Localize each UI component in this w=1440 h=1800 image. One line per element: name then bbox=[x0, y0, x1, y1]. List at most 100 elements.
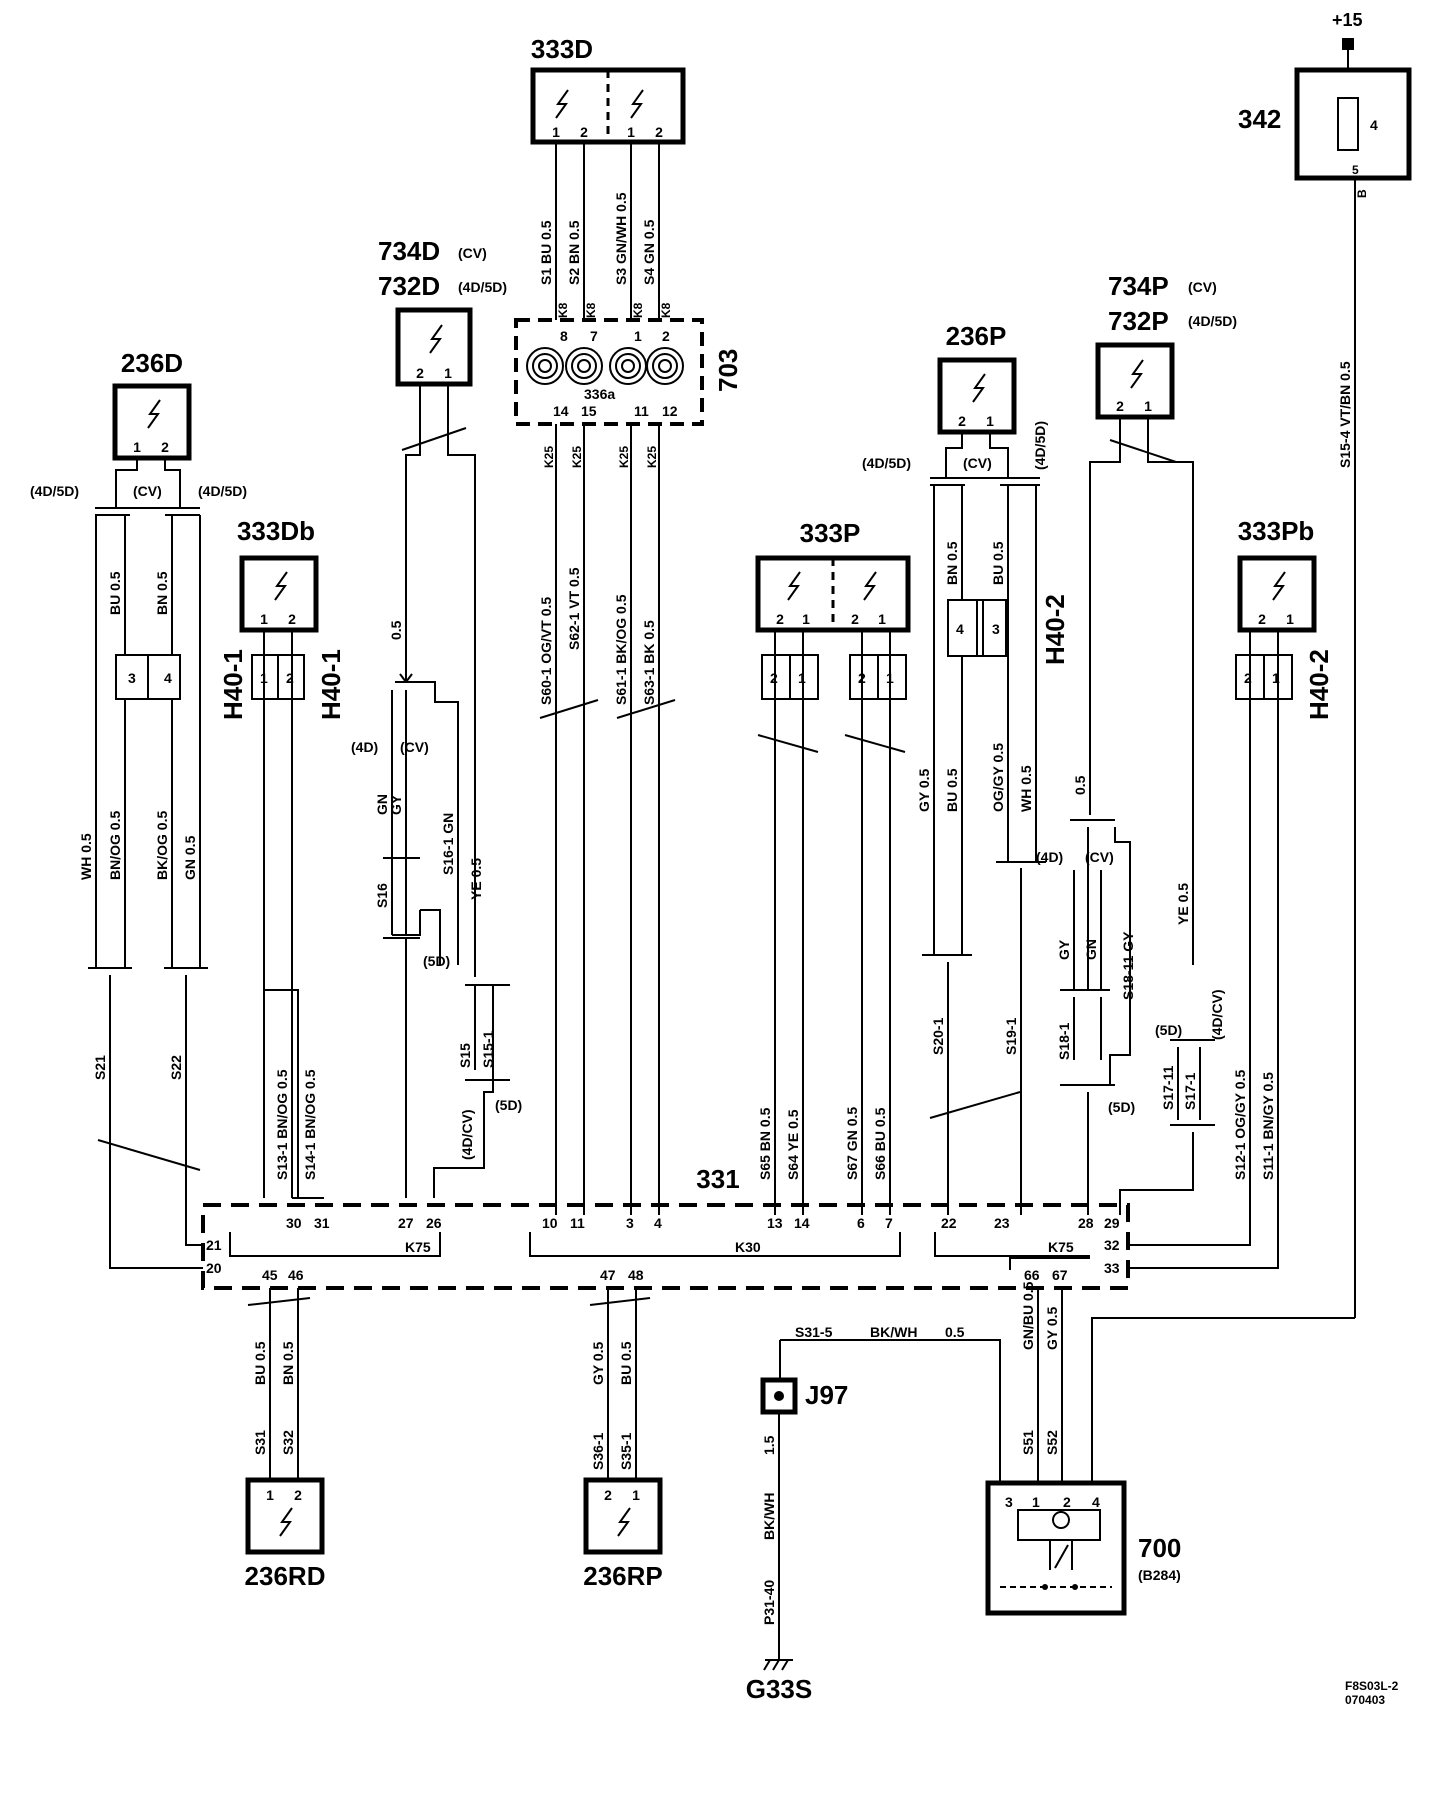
component-333Db: 333Db 1 2 bbox=[237, 516, 319, 633]
svg-text:(B284): (B284) bbox=[1138, 1567, 1181, 1583]
svg-text:23: 23 bbox=[994, 1215, 1010, 1231]
svg-text:GY 0.5: GY 0.5 bbox=[916, 768, 932, 812]
svg-text:2: 2 bbox=[1244, 670, 1252, 686]
speaker-icon bbox=[863, 571, 877, 601]
svg-text:BU 0.5: BU 0.5 bbox=[618, 1341, 634, 1385]
wire-label-s63: S63-1 BK 0.5 bbox=[641, 620, 657, 705]
label-333Db: 333Db bbox=[237, 516, 315, 546]
svg-text:2: 2 bbox=[604, 1487, 612, 1503]
svg-text:K30: K30 bbox=[735, 1239, 761, 1255]
svg-text:(CV): (CV) bbox=[400, 739, 429, 755]
speaker-236RP-box bbox=[583, 1477, 663, 1555]
svg-text:32: 32 bbox=[1104, 1237, 1120, 1253]
label-G33S: G33S bbox=[746, 1674, 813, 1704]
svg-text:(4D/CV): (4D/CV) bbox=[1209, 989, 1225, 1040]
component-734D: 734D (CV) 732D (4D/5D) 2 1 bbox=[378, 236, 507, 387]
component-236P: 236P 2 1 bbox=[937, 321, 1017, 435]
svg-text:14: 14 bbox=[553, 403, 569, 419]
svg-text:3: 3 bbox=[992, 621, 1000, 637]
label-333Pb: 333Pb bbox=[1238, 516, 1315, 546]
svg-text:S52: S52 bbox=[1044, 1430, 1060, 1455]
label-J97: J97 bbox=[805, 1380, 848, 1410]
svg-text:(4D/5D): (4D/5D) bbox=[862, 455, 911, 471]
svg-text:2: 2 bbox=[851, 611, 859, 627]
svg-text:S15-1: S15-1 bbox=[480, 1030, 496, 1068]
svg-text:K75: K75 bbox=[405, 1239, 431, 1255]
svg-text:1: 1 bbox=[986, 413, 994, 429]
svg-text:(4D/5D): (4D/5D) bbox=[198, 483, 247, 499]
svg-text:K8: K8 bbox=[556, 302, 570, 318]
svg-text:47: 47 bbox=[600, 1267, 616, 1283]
svg-text:4: 4 bbox=[164, 670, 172, 686]
svg-text:2: 2 bbox=[1063, 1494, 1071, 1510]
svg-text:BU 0.5: BU 0.5 bbox=[944, 768, 960, 812]
label-700: 700 bbox=[1138, 1533, 1181, 1563]
svg-text:S13-1 BN/OG 0.5: S13-1 BN/OG 0.5 bbox=[274, 1069, 290, 1180]
svg-text:1: 1 bbox=[627, 124, 635, 140]
speaker-icon bbox=[279, 1507, 293, 1537]
label-732P: 732P bbox=[1108, 306, 1169, 336]
label-331: 331 bbox=[696, 1164, 739, 1194]
svg-text:BN 0.5: BN 0.5 bbox=[154, 571, 170, 615]
speaker-236RD-box bbox=[245, 1477, 325, 1555]
drawing-code: F8S03L-2 bbox=[1345, 1679, 1399, 1693]
label-H40-1-b: H40-1 bbox=[316, 649, 346, 720]
svg-text:3: 3 bbox=[128, 670, 136, 686]
component-700: 3 1 2 4 700 (B284) bbox=[985, 1480, 1181, 1616]
wire-label-s4: S4 GN 0.5 bbox=[641, 219, 657, 285]
svg-text:12: 12 bbox=[662, 403, 678, 419]
label-333P: 333P bbox=[800, 518, 861, 548]
speaker-icon bbox=[972, 373, 986, 403]
svg-text:+15: +15 bbox=[1332, 10, 1363, 30]
svg-text:14: 14 bbox=[794, 1215, 810, 1231]
svg-text:(5D): (5D) bbox=[495, 1097, 522, 1113]
svg-text:1: 1 bbox=[1286, 611, 1294, 627]
svg-text:(CV): (CV) bbox=[963, 455, 992, 471]
svg-text:31: 31 bbox=[314, 1215, 330, 1231]
svg-text:15: 15 bbox=[581, 403, 597, 419]
speaker-icon bbox=[630, 89, 644, 119]
svg-text:(5D): (5D) bbox=[1155, 1022, 1182, 1038]
svg-text:K8: K8 bbox=[584, 302, 598, 318]
svg-text:S36-1: S36-1 bbox=[590, 1432, 606, 1470]
svg-text:26: 26 bbox=[426, 1215, 442, 1231]
svg-text:(4D): (4D) bbox=[1036, 849, 1063, 865]
svg-text:BK/WH: BK/WH bbox=[761, 1493, 777, 1540]
svg-text:1: 1 bbox=[1144, 398, 1152, 414]
svg-text:S11-1 BN/GY 0.5: S11-1 BN/GY 0.5 bbox=[1260, 1072, 1276, 1180]
svg-text:S17-1: S17-1 bbox=[1182, 1072, 1198, 1110]
svg-text:S31-5: S31-5 bbox=[795, 1324, 833, 1340]
svg-text:BU 0.5: BU 0.5 bbox=[252, 1341, 268, 1385]
speaker-icon bbox=[1130, 359, 1144, 389]
svg-text:S35-1: S35-1 bbox=[618, 1432, 634, 1470]
svg-text:1: 1 bbox=[1272, 670, 1280, 686]
svg-text:K75: K75 bbox=[1048, 1239, 1074, 1255]
svg-text:BK/WH: BK/WH bbox=[870, 1324, 917, 1340]
svg-text:27: 27 bbox=[398, 1215, 414, 1231]
svg-text:1: 1 bbox=[1032, 1494, 1040, 1510]
svg-text:4: 4 bbox=[654, 1215, 662, 1231]
svg-text:S14-1 BN/OG 0.5: S14-1 BN/OG 0.5 bbox=[302, 1069, 318, 1180]
label-734D: 734D bbox=[378, 236, 440, 266]
svg-text:2: 2 bbox=[286, 670, 294, 686]
drawing-date: 070403 bbox=[1345, 1693, 1385, 1707]
wire-label-s2: S2 BN 0.5 bbox=[566, 220, 582, 285]
svg-text:S17-11: S17-11 bbox=[1160, 1065, 1176, 1110]
svg-text:67: 67 bbox=[1052, 1267, 1068, 1283]
wire-label-s62: S62-1 VT 0.5 bbox=[566, 567, 582, 650]
ground-icon bbox=[763, 1659, 793, 1671]
svg-text:S32: S32 bbox=[280, 1430, 296, 1455]
svg-text:YE 0.5: YE 0.5 bbox=[1175, 883, 1191, 925]
svg-text:2: 2 bbox=[288, 611, 296, 627]
svg-text:2: 2 bbox=[580, 124, 588, 140]
component-703: 8 7 1 2 336a 14 15 11 12 703 bbox=[514, 318, 743, 426]
fuse-icon bbox=[1337, 97, 1359, 151]
svg-text:S18-1: S18-1 bbox=[1056, 1022, 1072, 1060]
svg-text:29: 29 bbox=[1104, 1215, 1120, 1231]
label-236P: 236P bbox=[946, 321, 1007, 351]
component-342: +15 4 5 342 bbox=[1238, 10, 1412, 181]
svg-text:2: 2 bbox=[655, 124, 663, 140]
label-H40-2-a: H40-2 bbox=[1040, 594, 1070, 665]
label-H40-2-b: H40-2 bbox=[1304, 649, 1334, 720]
